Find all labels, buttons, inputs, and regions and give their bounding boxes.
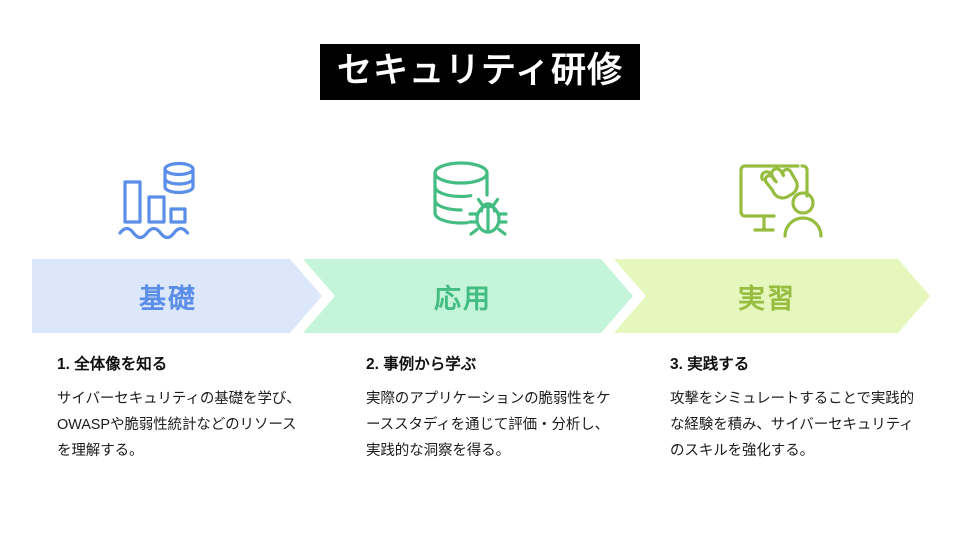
stage-3-icon-cell	[716, 152, 836, 252]
stage-3-description: 攻撃をシミュレートすることで実践的な経験を積み、サイバーセキュリティのスキルを強…	[670, 390, 915, 460]
stage-2-description: 実際のアプリケーションの脆弱性をケーススタディを通じて評価・分析し、実践的な洞察…	[366, 390, 611, 460]
stage-2-icon-cell	[407, 152, 527, 252]
stage-descriptions: 1. 全体像を知る サイバーセキュリティの基礎を学び、OWASPや脆弱性統計など…	[0, 356, 960, 526]
chevron-stage-1[interactable]: 基礎	[32, 259, 322, 333]
stage-3-text-block: 3. 実践する 攻撃をシミュレートすることで実践的な経験を積み、サイバーセキュリ…	[670, 356, 915, 465]
stage-2-text-block: 2. 事例から学ぶ 実際のアプリケーションの脆弱性をケーススタディを通じて評価・…	[366, 356, 611, 465]
chevron-stage-2-label: 応用	[434, 283, 492, 314]
chevron-stage-3[interactable]: 実習	[614, 259, 930, 333]
icons-row	[32, 152, 930, 252]
presentation-training-icon	[728, 154, 824, 250]
stage-1-description: サイバーセキュリティの基礎を学び、OWASPや脆弱性統計などのリソースを理解する…	[57, 390, 301, 460]
database-bug-icon	[419, 154, 515, 250]
stage-chevrons: 基礎 応用 実習	[0, 259, 960, 333]
chevron-stage-2[interactable]: 応用	[303, 259, 633, 333]
stage-1-text-block: 1. 全体像を知る サイバーセキュリティの基礎を学び、OWASPや脆弱性統計など…	[57, 356, 302, 465]
title-container: セキュリティ研修	[0, 44, 960, 100]
stage-1-icon-cell	[96, 152, 216, 252]
chevron-stage-1-label: 基礎	[139, 283, 197, 314]
stage-2-heading: 2. 事例から学ぶ	[366, 356, 477, 373]
page-title: セキュリティ研修	[320, 44, 640, 100]
chevron-stage-3-label: 実習	[738, 283, 796, 314]
bar-chart-database-icon	[108, 154, 204, 250]
stage-3-heading: 3. 実践する	[670, 356, 750, 373]
stage-1-heading: 1. 全体像を知る	[57, 356, 168, 373]
